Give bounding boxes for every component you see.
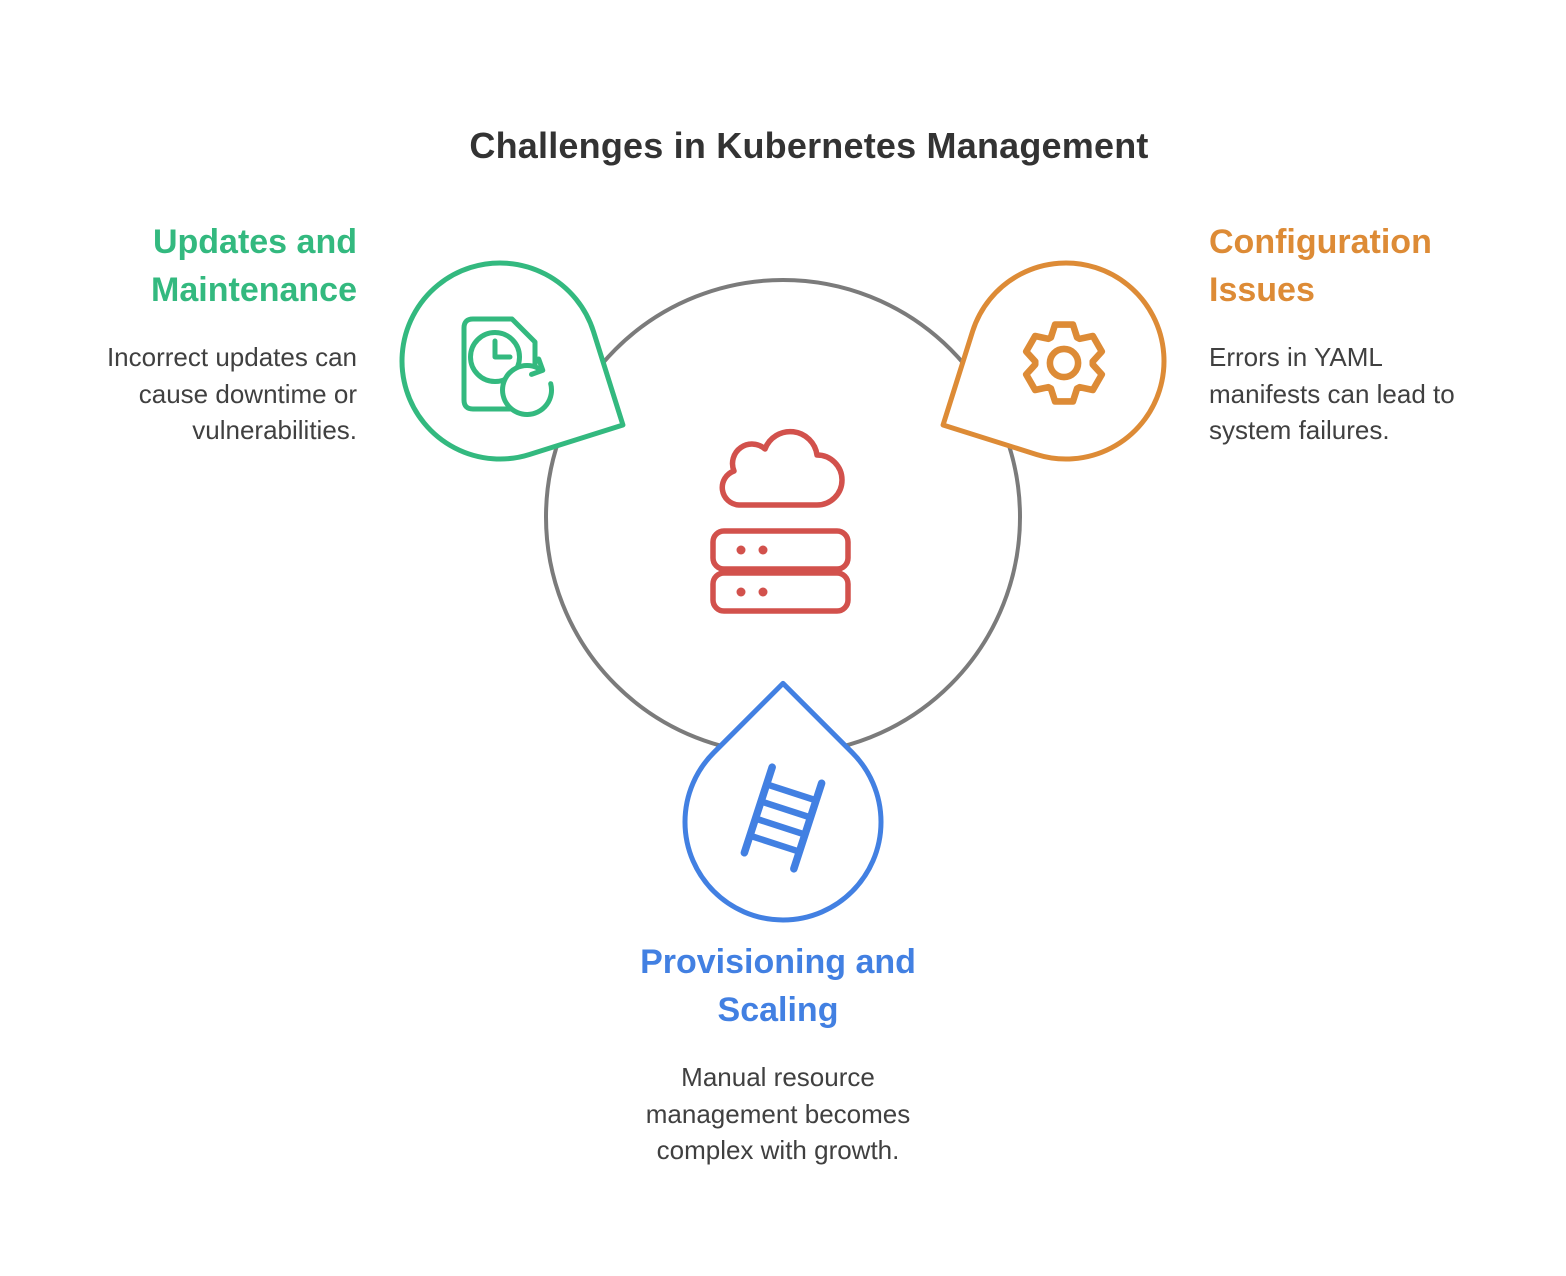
- heading-line: Issues: [1209, 271, 1315, 309]
- server-led: [736, 587, 746, 597]
- gear-hole: [1046, 345, 1082, 381]
- body-line: vulnerabilities.: [192, 415, 357, 445]
- server-led: [758, 587, 768, 597]
- ladder-rung: [757, 798, 814, 821]
- body-line: cause downtime or: [138, 378, 357, 409]
- cloud-icon: [719, 428, 845, 508]
- clock-hands: [492, 338, 513, 360]
- body-line: Manual resource: [681, 1062, 875, 1092]
- server-tier-top: [710, 528, 851, 572]
- body-line: Incorrect updates can: [106, 342, 357, 372]
- panel-body: Manual resource management becomes compl…: [578, 1059, 978, 1169]
- server-led: [736, 545, 746, 555]
- refresh-mask: [502, 365, 552, 415]
- pin-updates-maintenance: [399, 260, 626, 462]
- body-line: manifests can lead to: [1209, 378, 1455, 409]
- heading-line: Maintenance: [151, 271, 357, 309]
- refresh-arrowhead: [529, 356, 546, 377]
- heading-line: Scaling: [717, 991, 839, 1029]
- panel-heading: Provisioning and Scaling: [578, 938, 978, 1034]
- panel-configuration-issues: Configuration Issues Errors in YAML mani…: [1209, 218, 1539, 449]
- panel-body: Errors in YAML manifests can lead to sys…: [1209, 339, 1539, 449]
- heading-line: Updates and: [152, 223, 357, 261]
- panel-heading: Configuration Issues: [1209, 218, 1539, 314]
- pin-configuration-issues: [940, 260, 1167, 462]
- document-refresh-icon: [461, 316, 554, 417]
- panel-provisioning-scaling: Provisioning and Scaling Manual resource…: [578, 938, 978, 1169]
- page-title: Challenges in Kubernetes Management: [469, 125, 1149, 167]
- server-tier-bottom: [710, 570, 851, 614]
- panel-body: Incorrect updates can cause downtime or …: [37, 339, 357, 449]
- pin-shape: [682, 680, 884, 923]
- pin-provisioning-scaling: [682, 680, 884, 923]
- server-stack-icon: [710, 528, 851, 614]
- ladder-rung: [763, 781, 820, 804]
- heading-line: Configuration: [1209, 223, 1432, 261]
- server-led: [758, 545, 768, 555]
- body-line: management becomes: [645, 1098, 911, 1129]
- ladder-rung: [746, 832, 803, 855]
- center-icons: [710, 428, 851, 614]
- body-line: complex with growth.: [656, 1135, 900, 1165]
- body-line: Errors in YAML: [1209, 342, 1383, 372]
- body-line: system failures.: [1209, 415, 1390, 445]
- ladder-icon: [740, 763, 826, 873]
- panel-heading: Updates and Maintenance: [37, 218, 357, 314]
- ladder-rung: [752, 815, 809, 838]
- panel-updates-maintenance: Updates and Maintenance Incorrect update…: [37, 218, 357, 449]
- heading-line: Provisioning and: [640, 943, 916, 981]
- refresh-arc: [500, 363, 554, 417]
- gear-icon: [1022, 321, 1106, 405]
